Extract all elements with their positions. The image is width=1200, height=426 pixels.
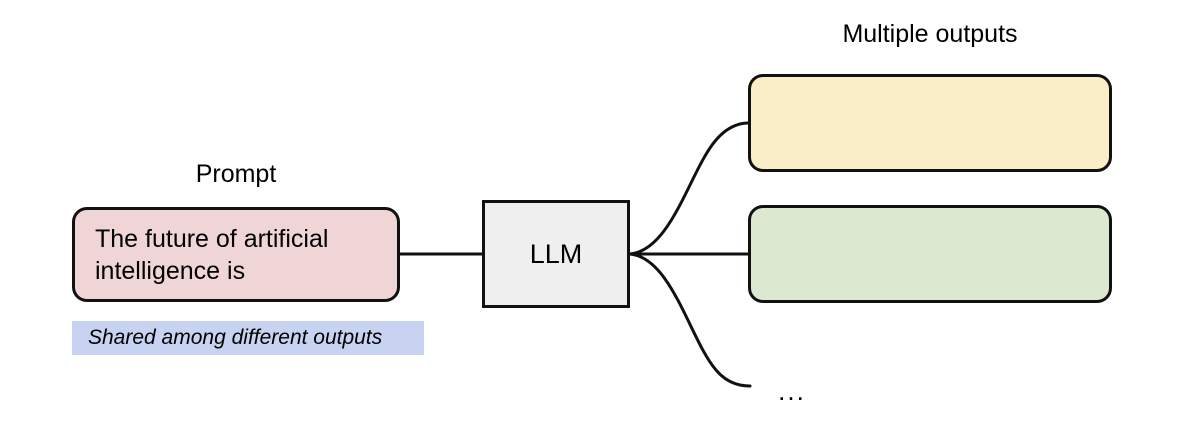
shared-note-text: Shared among different outputs (88, 326, 383, 349)
llm-box[interactable]: LLM (482, 200, 630, 308)
connector-llm-to-output-1 (628, 121, 750, 256)
prompt-label: Prompt (195, 160, 277, 188)
prompt-text: The future of artificial intelligence is (95, 224, 329, 285)
shared-among-outputs-note: Shared among different outputs (72, 321, 424, 355)
connector-llm-to-output-more (628, 252, 752, 388)
output-box-1[interactable] (748, 74, 1112, 172)
llm-label: LLM (529, 238, 583, 269)
outputs-ellipsis: ... (778, 376, 806, 406)
prompt-box[interactable]: The future of artificial intelligence is (72, 207, 400, 302)
multiple-outputs-label: Multiple outputs (842, 20, 1018, 48)
output-box-2[interactable] (748, 205, 1112, 303)
